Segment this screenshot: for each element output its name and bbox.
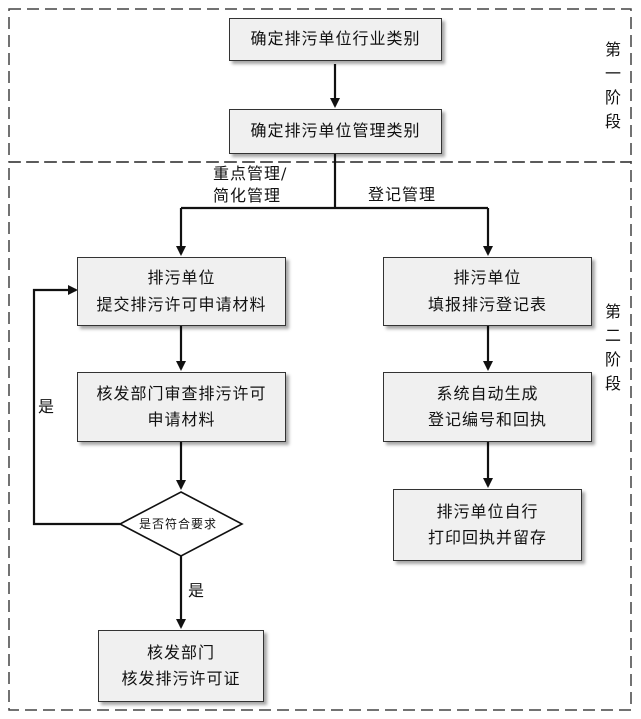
box-fill-registration-form: 排污单位 填报排污登记表	[383, 257, 592, 326]
box-submit-line: 排污单位	[147, 268, 216, 288]
down-yes-label: 是	[188, 580, 205, 602]
box-industry-text: 确定排污单位行业类别	[250, 29, 421, 49]
box-submit-line: 提交排污许可申请材料	[96, 294, 267, 314]
box-determine-industry-category: 确定排污单位行业类别	[229, 18, 442, 61]
box-determine-management-category: 确定排污单位管理类别	[229, 109, 442, 154]
box-issue-line: 核发排污许可证	[121, 669, 241, 688]
box-fill-line: 填报排污登记表	[427, 294, 547, 314]
box-print-receipt: 排污单位自行 打印回执并留存	[393, 489, 582, 561]
decision-text: 是否符合要求	[139, 515, 217, 532]
box-print-line: 打印回执并留存	[427, 528, 547, 547]
loop-yes-label: 是	[38, 396, 55, 418]
stage-one-char: 段	[604, 112, 621, 131]
box-auto-generate-receipt: 系统自动生成 登记编号和回执	[383, 372, 592, 442]
branch-label-registration-text: 登记管理	[368, 185, 437, 204]
stage-two-char: 二	[604, 326, 621, 345]
loop-yes-text: 是	[38, 397, 56, 416]
branch-label-registration: 登记管理	[368, 184, 436, 206]
stage-one-char: 一	[604, 64, 621, 83]
branch-label-line: 重点管理/	[213, 164, 288, 183]
down-yes-text: 是	[188, 581, 206, 600]
box-management-text: 确定排污单位管理类别	[250, 121, 421, 141]
box-review-line: 核发部门审查排污许可	[96, 383, 267, 403]
decision-text-value: 是否符合要求	[139, 517, 218, 531]
branch-label-line: 简化管理	[213, 185, 282, 205]
box-submit-application: 排污单位 提交排污许可申请材料	[77, 257, 286, 326]
stage-one-char: 阶	[604, 88, 621, 107]
box-auto-line: 登记编号和回执	[427, 410, 547, 429]
stage-two-label: 第 二 阶 段	[603, 300, 623, 396]
stage-two-frame	[8, 161, 632, 711]
stage-one-label: 第 一 阶 段	[603, 38, 623, 134]
stage-two-char: 第	[604, 302, 621, 321]
connector-loop-yes	[32, 285, 120, 526]
box-issue-line: 核发部门	[146, 642, 215, 662]
stage-two-char: 阶	[604, 350, 621, 369]
box-review-line: 申请材料	[147, 410, 216, 429]
stage-one-char: 第	[604, 40, 621, 59]
box-review-application: 核发部门审查排污许可 申请材料	[77, 372, 286, 442]
branch-label-key-simplified: 重点管理/ 简化管理	[213, 163, 287, 206]
box-print-line: 排污单位自行	[436, 501, 539, 521]
box-auto-line: 系统自动生成	[436, 383, 539, 403]
box-issue-permit: 核发部门 核发排污许可证	[98, 630, 264, 702]
box-fill-line: 排污单位	[453, 268, 522, 288]
stage-two-char: 段	[604, 374, 621, 393]
